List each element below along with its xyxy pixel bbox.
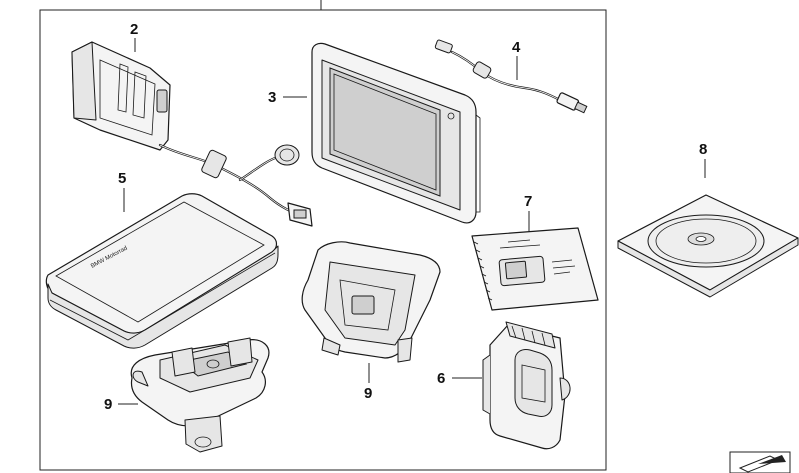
mount-base: 9: [104, 337, 270, 453]
callout-2: 2: [130, 21, 138, 38]
holder-with-cable: 2: [71, 21, 313, 227]
arrow-thumbnail-icon: [729, 451, 791, 473]
clip: 6: [437, 321, 571, 450]
cradle: 9: [301, 241, 441, 402]
usb-cable: 4: [434, 39, 588, 114]
callout-6: 6: [437, 370, 445, 387]
callout-3: 3: [268, 89, 276, 106]
callout-8: 8: [699, 141, 707, 158]
instruction-manual: 7: [471, 193, 599, 311]
cd-disc: 8: [617, 141, 799, 298]
callout-9-base: 9: [104, 396, 112, 413]
navigator-device: 3: [268, 42, 481, 224]
callout-7: 7: [524, 193, 532, 210]
callout-9-cradle: 9: [364, 385, 372, 402]
callout-4: 4: [512, 39, 521, 56]
group-frame: [39, 9, 607, 471]
carrying-case: BMW Motorrad 5: [45, 170, 279, 349]
callout-5: 5: [118, 170, 126, 187]
